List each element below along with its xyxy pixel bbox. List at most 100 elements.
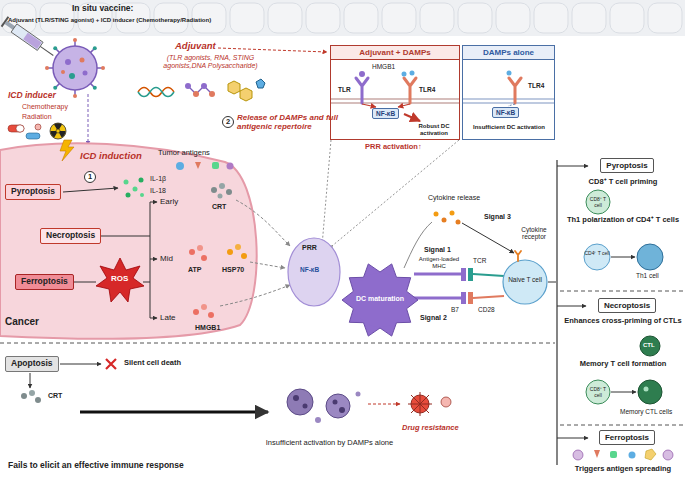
antigen-spreading-part xyxy=(594,450,600,458)
cytokine-dots-part xyxy=(124,180,129,185)
vaccine-particle-part xyxy=(101,66,105,70)
antigen-spreading xyxy=(573,449,673,460)
apoptosis-path-part xyxy=(293,395,299,401)
tissue-band-part xyxy=(0,0,685,36)
adjuvant-panel-art-part xyxy=(359,71,365,77)
section-label: Release of DAMPs and full antigenic repe… xyxy=(237,113,362,131)
apoptosis-path-part xyxy=(60,364,101,365)
node-text: Pyroptosis xyxy=(606,161,647,170)
signal-label: Signal 3 xyxy=(484,213,511,221)
adjuvant-panel-art-part xyxy=(331,102,459,104)
t-cells-part xyxy=(637,244,663,270)
chemotherapy-pills-part xyxy=(8,125,24,132)
damp-dots-part xyxy=(211,187,217,193)
zoom-lines-part xyxy=(322,140,331,246)
dendritic-cell-part xyxy=(414,273,461,276)
subtitle: Adjuvant (TLR/STING agonist) + ICD induc… xyxy=(8,17,211,24)
synapse-part xyxy=(468,292,473,304)
syringe-part xyxy=(11,24,43,51)
tissue-band xyxy=(0,0,685,36)
cytokine-dots-part xyxy=(139,178,144,183)
ligand-label: HMGB1 xyxy=(372,63,395,70)
synapse-part xyxy=(434,212,439,217)
cell-label: CD8⁺ T cell xyxy=(586,197,610,209)
adjuvant-molecules-part xyxy=(201,83,207,89)
synapse xyxy=(404,211,514,305)
cell-label: Memory CTL cells xyxy=(620,408,672,415)
outcome-bracket-part xyxy=(557,306,586,307)
section-label: ICD induction xyxy=(80,151,142,162)
vaccine-particle-part xyxy=(53,46,97,90)
synapse-part xyxy=(450,211,455,216)
outcome-text: Th1 polarization of CD4⁺ T cells xyxy=(564,216,682,225)
outcome-bracket-part xyxy=(560,425,685,426)
damps-alone-panel-art-part xyxy=(507,71,512,76)
apoptosis-path-part xyxy=(441,397,451,407)
apoptosis-path-part xyxy=(21,393,27,399)
note-text: Silent cell death xyxy=(124,359,181,368)
damp-dots-part xyxy=(250,262,285,268)
death-arrows-part xyxy=(101,236,150,237)
death-arrows-part xyxy=(150,259,157,260)
cell-label: Th1 cell xyxy=(636,272,659,279)
adjuvant-panel-art-part xyxy=(330,45,460,140)
damp-dots-part xyxy=(235,244,241,250)
death-arrows-part xyxy=(143,282,150,283)
adjuvant-molecules-part xyxy=(185,83,191,89)
tumor-antigens-part xyxy=(212,162,219,169)
cell-label: CD4⁺ T cell xyxy=(584,251,610,257)
cell-label: DC maturation xyxy=(346,295,414,303)
apoptosis-path-part xyxy=(356,392,361,397)
vaccine-particle-part xyxy=(73,38,77,42)
vaccine-particle-part xyxy=(80,58,85,63)
outcome-text: CD8⁺ T cell priming xyxy=(564,178,682,187)
callout-number: 2 xyxy=(222,116,234,128)
node-text: Ferroptosis xyxy=(21,277,68,287)
outcome-header-box: Ferroptosis xyxy=(599,430,655,445)
damp-dots-part xyxy=(201,304,207,310)
death-mode-box: Apoptosis xyxy=(5,356,59,372)
receptor-label: Cytokine receptor xyxy=(514,226,554,241)
adjuvant-molecules-part xyxy=(209,91,215,97)
molecule-label: Antigen-loaded MHC xyxy=(418,256,460,270)
synapse-part xyxy=(462,223,514,253)
section-label: Adjuvant xyxy=(175,41,216,52)
tumor-antigens xyxy=(176,162,234,170)
damp-dots xyxy=(189,183,290,318)
apoptosis-path-part xyxy=(315,417,321,423)
phase-label: Mid xyxy=(160,254,173,263)
damps-alone-panel-art-part xyxy=(509,78,521,103)
antigen-spreading-part xyxy=(645,449,656,460)
antigen-spreading-part xyxy=(629,452,636,459)
cancer-cell xyxy=(0,143,257,339)
prr-cell xyxy=(288,238,340,306)
adjuvant-molecules-part xyxy=(138,88,174,97)
item-label: Radiation xyxy=(22,113,52,121)
outcome-text: Triggers antigen spreading xyxy=(564,465,682,474)
node-text: NF-κB xyxy=(376,110,395,117)
apoptosis-path-part xyxy=(35,397,41,403)
antigen-spreading-part xyxy=(663,450,673,460)
conclusion-text: Fails to elicit an effective immune resp… xyxy=(8,461,184,471)
damp-label: ATP xyxy=(188,266,201,274)
apoptosis-path-part xyxy=(333,400,338,405)
ros-burst-part xyxy=(96,258,144,302)
cell-label: Naive T cell xyxy=(507,276,543,283)
outcome-bracket xyxy=(557,160,685,465)
region-label: Cancer xyxy=(5,316,39,328)
radiation-symbol xyxy=(50,123,66,139)
damp-dots-part xyxy=(208,312,214,318)
damp-label: CRT xyxy=(48,392,62,400)
naive-t-cell-part xyxy=(548,282,556,283)
damp-label: HMGB1 xyxy=(195,324,220,332)
antigen-spreading-part xyxy=(573,450,583,460)
death-arrows-part xyxy=(150,202,151,318)
death-arrows-part xyxy=(150,318,157,319)
syringe-part xyxy=(23,33,42,49)
dendritic-cell-part xyxy=(342,264,418,336)
apoptosis-path-part xyxy=(30,373,31,388)
phase-label: Early xyxy=(160,197,178,206)
vaccine-particle xyxy=(45,38,105,98)
receptor-label: TLR4 xyxy=(528,82,544,89)
